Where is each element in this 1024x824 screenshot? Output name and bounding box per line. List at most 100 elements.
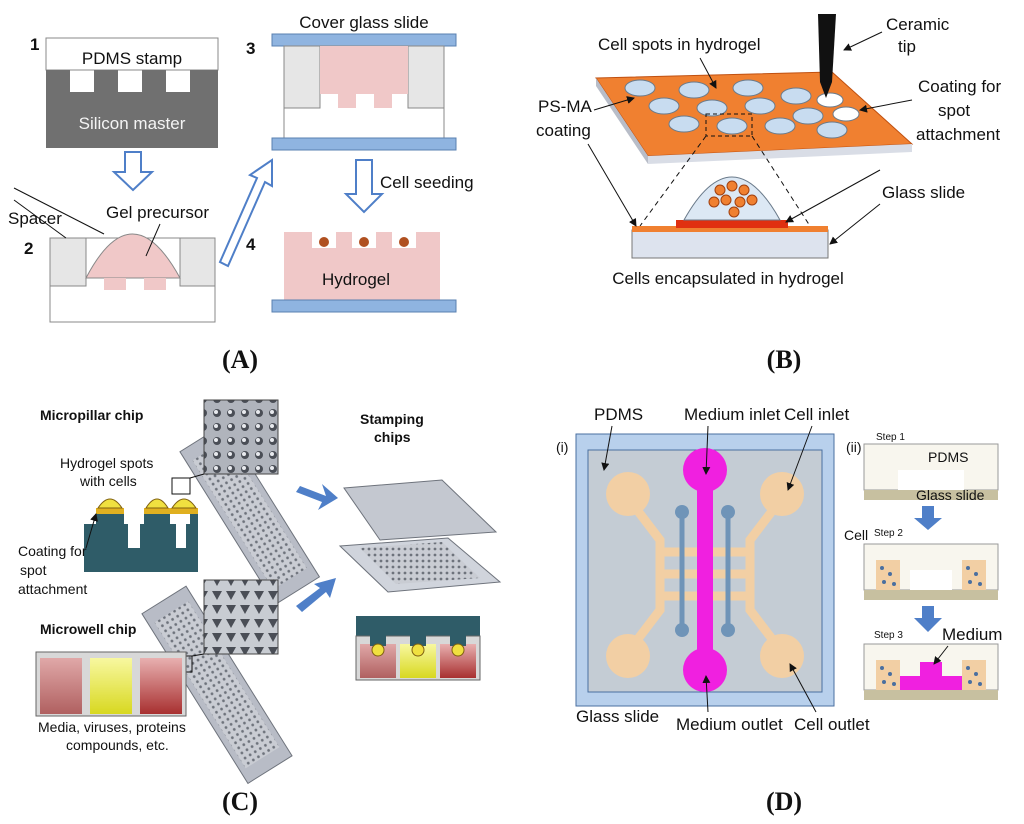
step3-glass [864, 690, 998, 700]
cell-spot [744, 97, 776, 115]
coating-label-1: Coating for [918, 77, 1001, 96]
microwell-label: Microwell chip [40, 621, 136, 637]
panel-a: 1 PDMS stamp Silicon master 2 Spacer Gel… [8, 13, 474, 374]
hydrogel-block [284, 232, 440, 300]
cell-dot [968, 580, 972, 584]
pillar-section [84, 512, 198, 572]
cell-seeding-label: Cell seeding [380, 173, 474, 192]
zoom-line-left [639, 135, 707, 227]
micropillar-zoom [203, 399, 279, 475]
side-port [721, 505, 735, 519]
step2-label: Step 2 [874, 528, 903, 539]
cell [720, 194, 732, 206]
coating-c-label-1: Coating for [18, 543, 87, 559]
stamped-spot [451, 643, 465, 657]
coating-c-label-2: spot [20, 562, 47, 578]
well-1 [40, 658, 82, 714]
micropillar-zoom-box [171, 477, 191, 495]
spacer-right [179, 237, 216, 287]
cell-inlet-port-right [760, 472, 804, 516]
slab-edge-front [648, 144, 912, 164]
panel-d: (i) PDMS Medium inlet [556, 405, 1002, 816]
cell-spot [678, 81, 710, 99]
panel-c: Micropillar chip Hydrogel spots with cel… [18, 399, 502, 816]
step1-channel [898, 470, 964, 490]
spot-coat-1 [96, 508, 124, 514]
seeded-cell-1 [319, 237, 329, 247]
coating-section-pointer [785, 169, 881, 223]
medium-inlet-port [683, 448, 727, 492]
silicon-master-label: Silicon master [79, 114, 186, 133]
cell-spot [764, 117, 796, 135]
stamping-label-2: chips [374, 429, 411, 445]
pdms-stamp-label: PDMS stamp [82, 49, 182, 68]
cell [728, 206, 740, 218]
cell-dot [880, 566, 884, 570]
psma-section-pointer [587, 143, 637, 227]
stamped-spot [411, 643, 425, 657]
microwell-zoom [203, 579, 279, 655]
medium-outlet-pointer [702, 675, 711, 713]
step3-label: Step 3 [874, 630, 903, 641]
cell [708, 196, 720, 208]
gel-pointer [145, 223, 161, 257]
micropillar-label: Micropillar chip [40, 407, 143, 423]
glass-small-label: Glass slide [916, 487, 985, 503]
stamped-spot [371, 643, 385, 657]
medium-pointer [933, 645, 949, 665]
panel-b: Cell spots in hydrogel Ceramic tip PS-MA… [536, 14, 1001, 374]
panel-a-step-2: 2 [24, 239, 33, 258]
step2-cells [880, 566, 982, 586]
cell-outlet-label: Cell outlet [794, 715, 870, 734]
cell-dot [888, 572, 892, 576]
cell-spots [624, 79, 860, 139]
stamped-pillar [410, 626, 426, 646]
cover-glass-label: Cover glass slide [299, 13, 428, 32]
hydrogel-label: Hydrogel [322, 270, 390, 289]
psma-coat-section [632, 226, 828, 232]
spacer-label: Spacer [8, 209, 62, 228]
caption-d: (D) [766, 787, 802, 816]
coating-c-pointer [85, 513, 98, 549]
arrow-step1-to-2 [111, 151, 155, 192]
cell-dot [892, 582, 896, 586]
seeded-cell-2 [359, 237, 369, 247]
side-channels [679, 514, 731, 628]
cell-dot [888, 672, 892, 676]
gel-precursor-drop [85, 233, 181, 279]
step2-cell-left [876, 560, 900, 590]
caption-c: (C) [222, 787, 258, 816]
glass-bottom-step3 [271, 137, 457, 151]
medium-label: Medium [942, 625, 1002, 644]
silicon-master-block [46, 70, 218, 148]
glass-bottom-step4 [271, 299, 457, 313]
arrow-step1-to-2-d [914, 506, 942, 530]
cell-spot [648, 97, 680, 115]
pdms-pointer [601, 425, 613, 471]
stamp-lid [343, 479, 498, 541]
cell-outlet-port-right [760, 634, 804, 678]
side-port [721, 623, 735, 637]
coating-c-label-3: attachment [18, 581, 87, 597]
hydrogel-spot-1 [97, 498, 123, 509]
coating-pointer [859, 99, 913, 113]
panel-a-step-1: 1 [30, 35, 39, 54]
arrow-step3-to-4 [343, 159, 385, 214]
roman-i: (i) [556, 439, 568, 455]
spot-coat-2 [144, 508, 170, 514]
empty-spot [832, 106, 860, 122]
medium-outlet-port [683, 648, 727, 692]
pdms-label: PDMS [594, 405, 643, 424]
arrow-step2-to-3 [218, 158, 273, 268]
spacer-left [49, 237, 87, 287]
hydrogel-dome [683, 176, 781, 221]
psma-pointer [593, 96, 635, 111]
cell-dot [978, 682, 982, 686]
cell-dot [968, 680, 972, 684]
hydrogel-spots-label-2: with cells [79, 473, 137, 489]
cell [714, 184, 726, 196]
cell-dot [892, 682, 896, 686]
arrow-step2-to-3-d [914, 606, 942, 632]
cell-spot [780, 87, 812, 105]
panel-a-step-4: 4 [246, 235, 256, 254]
